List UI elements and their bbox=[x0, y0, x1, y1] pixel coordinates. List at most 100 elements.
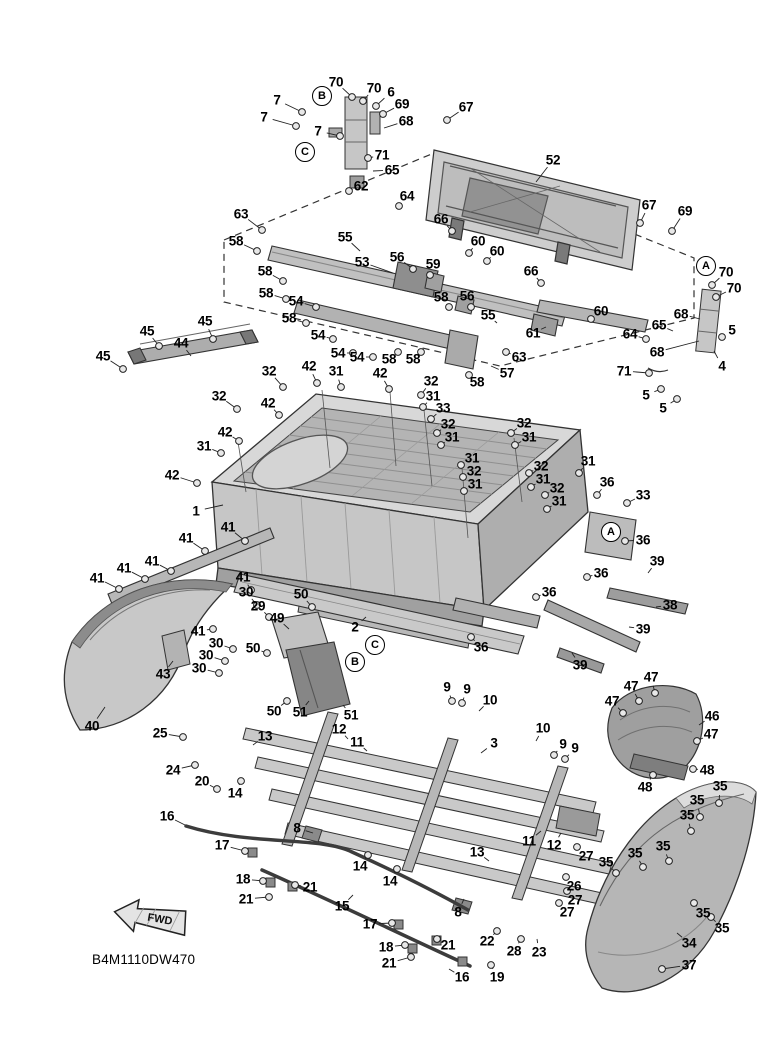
leader-line bbox=[96, 706, 106, 719]
fastener-dot bbox=[645, 369, 653, 377]
fastener-dot bbox=[395, 202, 403, 210]
fastener-dot bbox=[369, 353, 377, 361]
fastener-dot bbox=[483, 257, 491, 265]
fastener-dot bbox=[550, 751, 558, 759]
fastener-dot bbox=[511, 441, 519, 449]
fastener-dot bbox=[433, 935, 441, 943]
fastener-dot bbox=[298, 108, 306, 116]
leader-line bbox=[361, 616, 367, 622]
fastener-dot bbox=[312, 303, 320, 311]
fastener-dot bbox=[155, 342, 163, 350]
fastener-dot bbox=[696, 813, 704, 821]
fastener-dot bbox=[689, 765, 697, 773]
fastener-dot bbox=[393, 865, 401, 873]
leader-line bbox=[372, 170, 384, 172]
fastener-dot bbox=[345, 187, 353, 195]
leader-line bbox=[494, 320, 498, 324]
fastener-dot bbox=[282, 295, 290, 303]
fastener-dot bbox=[573, 843, 581, 851]
leader-line bbox=[713, 350, 719, 359]
fastener-dot bbox=[433, 429, 441, 437]
fastener-dot bbox=[465, 249, 473, 257]
leader-line bbox=[536, 938, 539, 944]
fastener-dot bbox=[349, 349, 357, 357]
leader-line bbox=[490, 365, 499, 370]
left-fender bbox=[63, 579, 234, 731]
fastener-dot bbox=[388, 919, 396, 927]
fastener-dot bbox=[291, 881, 299, 889]
fastener-dot bbox=[385, 385, 393, 393]
fastener-dot bbox=[279, 383, 287, 391]
leader-line bbox=[676, 932, 683, 938]
fastener-dot bbox=[493, 927, 501, 935]
fastener-dot bbox=[612, 869, 620, 877]
fastener-dot bbox=[636, 219, 644, 227]
fastener-dot bbox=[191, 761, 199, 769]
leader-line bbox=[480, 748, 488, 754]
fastener-dot bbox=[642, 335, 650, 343]
trim-strip bbox=[107, 527, 275, 605]
leader-line bbox=[370, 264, 394, 274]
fastener-dot bbox=[715, 799, 723, 807]
fastener-dot bbox=[394, 348, 402, 356]
leader-line bbox=[305, 700, 310, 706]
leader-line bbox=[535, 166, 548, 183]
fastener-dot bbox=[561, 755, 569, 763]
fastener-dot bbox=[253, 247, 261, 255]
fastener-dot bbox=[247, 586, 255, 594]
fastener-dot bbox=[437, 441, 445, 449]
bracket-43 bbox=[161, 629, 191, 671]
fastener-dot bbox=[313, 379, 321, 387]
fastener-dot bbox=[209, 335, 217, 343]
latch-plate-right bbox=[695, 288, 722, 354]
fastener-dot bbox=[718, 333, 726, 341]
fastener-dot bbox=[443, 116, 451, 124]
leader-line bbox=[558, 832, 562, 838]
fastener-dot bbox=[457, 461, 465, 469]
fastener-dot bbox=[265, 613, 273, 621]
fastener-dot bbox=[115, 585, 123, 593]
fastener-dot bbox=[448, 227, 456, 235]
fastener-dot bbox=[241, 847, 249, 855]
fastener-dot bbox=[379, 110, 387, 118]
fastener-dot bbox=[427, 415, 435, 423]
fwd-label: FWD bbox=[146, 912, 173, 928]
fastener-dot bbox=[649, 771, 657, 779]
fastener-dot bbox=[417, 391, 425, 399]
fastener-dot bbox=[258, 226, 266, 234]
fastener-dot bbox=[525, 469, 533, 477]
fastener-dot bbox=[467, 633, 475, 641]
fastener-dot bbox=[308, 603, 316, 611]
fastener-dot bbox=[460, 487, 468, 495]
fastener-dot bbox=[459, 473, 467, 481]
fastener-dot bbox=[502, 348, 510, 356]
fastener-dot bbox=[179, 733, 187, 741]
fastener-dot bbox=[259, 877, 267, 885]
fastener-dot bbox=[693, 737, 701, 745]
fastener-dot bbox=[712, 293, 720, 301]
fastener-dot bbox=[263, 649, 271, 657]
fastener-dot bbox=[541, 491, 549, 499]
leader-line bbox=[535, 830, 542, 836]
leader-line bbox=[667, 328, 674, 332]
leader-line bbox=[535, 735, 540, 742]
leader-line bbox=[478, 706, 484, 712]
fastener-dot bbox=[201, 547, 209, 555]
fastener-dot bbox=[292, 122, 300, 130]
fastener-dot bbox=[233, 405, 241, 413]
fastener-dot bbox=[658, 965, 666, 973]
leader-line bbox=[283, 623, 290, 630]
fastener-dot bbox=[458, 699, 466, 707]
fastener-dot bbox=[229, 645, 237, 653]
fastener-dot bbox=[708, 281, 716, 289]
fastener-dot bbox=[253, 601, 261, 609]
leader-line bbox=[342, 704, 346, 709]
fastener-dot bbox=[283, 697, 291, 705]
leader-line bbox=[571, 652, 576, 658]
fastener-dot bbox=[141, 575, 149, 583]
fastener-dot bbox=[193, 479, 201, 487]
leader-line bbox=[665, 340, 700, 351]
fastener-dot bbox=[623, 499, 631, 507]
